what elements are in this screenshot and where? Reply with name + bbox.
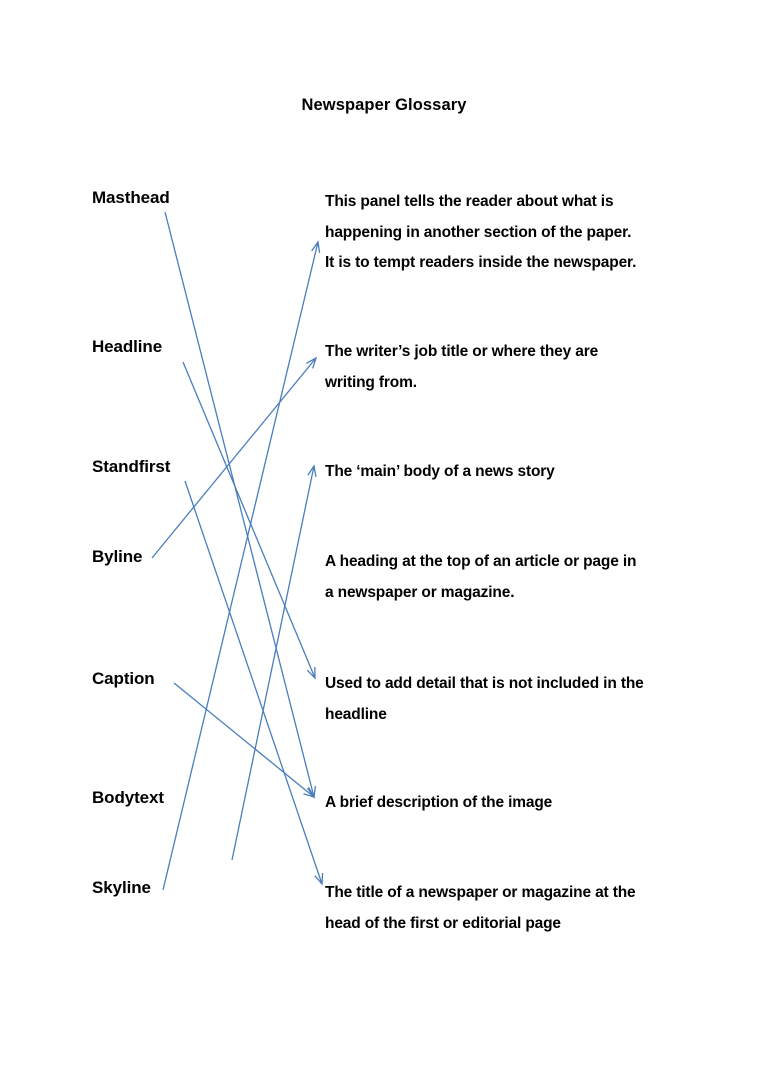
definition-line: Used to add detail that is not included … <box>325 675 644 692</box>
definition-line: It is to tempt readers inside the newspa… <box>325 254 637 271</box>
connector-caption <box>173 682 316 799</box>
term-label-skyline[interactable]: Skyline <box>92 878 151 897</box>
connector-skyline <box>162 240 321 891</box>
definition-line: A heading at the top of an article or pa… <box>325 553 637 570</box>
connector-byline <box>151 356 318 559</box>
term-label-masthead[interactable]: Masthead <box>92 188 170 207</box>
definition-def-brief-description[interactable]: A brief description of the image <box>325 788 552 819</box>
connector-byline-shaft <box>151 357 317 559</box>
connector-caption-shaft <box>173 682 315 798</box>
definition-line: headline <box>325 705 387 723</box>
definition-def-byline[interactable]: The writer’s job title or where they are… <box>325 337 598 398</box>
term-label-byline[interactable]: Byline <box>92 547 143 566</box>
definition-line: The title of a newspaper or magazine at … <box>325 884 636 901</box>
definition-line: The writer’s job title or where they are <box>325 343 599 360</box>
definition-line: This panel tells the reader about what i… <box>325 193 614 210</box>
definition-def-title-newspaper[interactable]: The title of a newspaper or magazine at … <box>325 878 636 939</box>
term-label-bodytext[interactable]: Bodytext <box>92 788 164 807</box>
definition-line: A brief description of the image <box>325 794 553 811</box>
connector-byline-arrowhead-icon <box>306 356 318 369</box>
connector-masthead-shaft <box>164 211 315 798</box>
connector-masthead <box>164 211 317 799</box>
connector-headline <box>182 361 316 680</box>
definition-line: head of the first or editorial page <box>325 914 561 932</box>
connector-headline-shaft <box>182 361 316 679</box>
term-label-caption[interactable]: Caption <box>92 669 155 688</box>
connector-standfirst-shaft <box>184 480 323 885</box>
connector-standfirst-arrowhead-icon <box>314 872 324 886</box>
connector-standfirst <box>184 480 324 886</box>
definition-def-caption-detail[interactable]: Used to add detail that is not included … <box>325 669 644 730</box>
connector-headline-arrowhead-icon <box>306 666 316 680</box>
definition-line: a newspaper or magazine. <box>325 583 515 601</box>
connector-bodytext-shaft <box>231 465 315 861</box>
connector-masthead-arrowhead-icon <box>306 786 317 799</box>
definition-line: happening in another section of the pape… <box>325 223 632 241</box>
definition-def-bodytext[interactable]: The ‘main’ body of a news story <box>325 457 555 488</box>
definition-def-headline-heading[interactable]: A heading at the top of an article or pa… <box>325 547 636 608</box>
page-title: Newspaper Glossary <box>301 96 467 114</box>
connector-skyline-arrowhead-icon <box>311 240 321 253</box>
connector-caption-arrowhead-icon <box>303 787 316 799</box>
term-label-headline[interactable]: Headline <box>92 337 163 356</box>
definition-def-skyline[interactable]: This panel tells the reader about what i… <box>325 187 636 279</box>
connector-bodytext <box>231 464 317 861</box>
connector-bodytext-arrowhead-icon <box>307 464 317 477</box>
term-label-standfirst[interactable]: Standfirst <box>92 457 171 476</box>
definition-line: writing from. <box>325 373 417 391</box>
connector-skyline-shaft <box>162 241 319 891</box>
definition-line: The ‘main’ body of a news story <box>325 463 555 480</box>
